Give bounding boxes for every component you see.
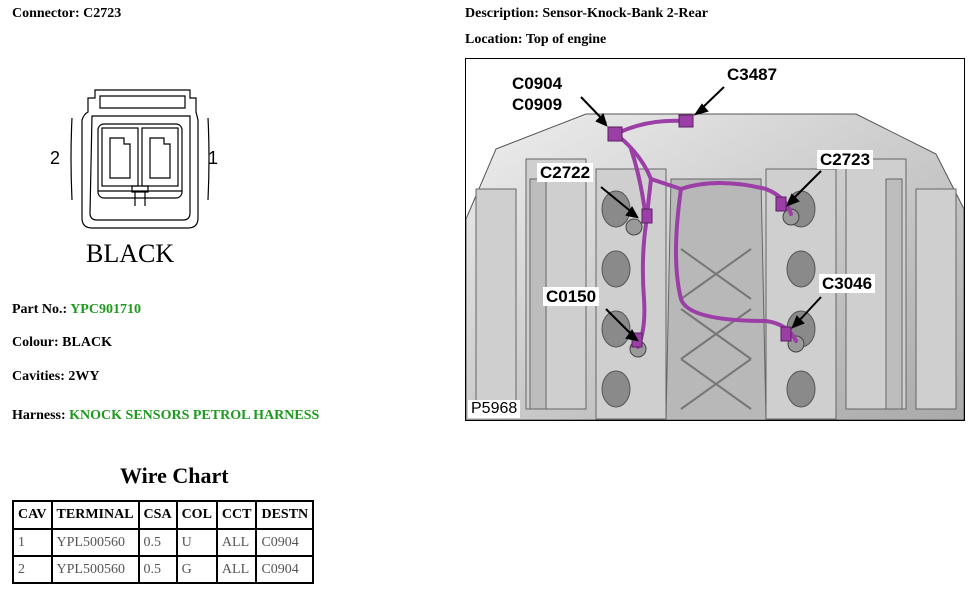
- colour-line: Colour: BLACK: [12, 335, 112, 351]
- connector-color-text: BLACK: [86, 239, 174, 268]
- harness-label: Harness:: [12, 408, 66, 423]
- wire-chart-header-row: CAV TERMINAL CSA COL CCT DESTN: [12, 500, 315, 530]
- cavities-line: Cavities: 2WY: [12, 369, 100, 385]
- harness-value[interactable]: KNOCK SENSORS PETROL HARNESS: [69, 408, 320, 423]
- description-value: Sensor-Knock-Bank 2-Rear: [542, 6, 708, 21]
- cavities-value: 2WY: [68, 369, 100, 384]
- engine-drawing: [466, 59, 964, 420]
- cell-terminal: YPL500560: [50, 555, 140, 584]
- location-label: Location:: [465, 32, 523, 47]
- cell-csa: 0.5: [137, 555, 178, 584]
- cell-cav: 2: [12, 555, 53, 584]
- col-csa: CSA: [137, 500, 178, 530]
- callout-c3487: C3487: [724, 65, 781, 84]
- callout-c3046: C3046: [819, 274, 876, 293]
- callout-c0909: C0909: [509, 95, 566, 114]
- callout-c2722: C2722: [537, 163, 594, 182]
- figure-number: P5968: [468, 400, 521, 418]
- table-row: 1 YPL500560 0.5 U ALL C0904: [12, 528, 315, 557]
- wire-chart-title: Wire Chart: [120, 463, 229, 488]
- col-terminal: TERMINAL: [50, 500, 140, 530]
- table-row: 2 YPL500560 0.5 G ALL C0904: [12, 555, 315, 584]
- cell-terminal: YPL500560: [50, 528, 140, 557]
- col-destn: DESTN: [255, 500, 315, 530]
- col-cct: CCT: [215, 500, 258, 530]
- description-label: Description:: [465, 6, 539, 21]
- col-col: COL: [175, 500, 218, 530]
- colour-value: BLACK: [62, 335, 112, 350]
- cell-destn: C0904: [255, 528, 315, 557]
- cell-cct: ALL: [215, 555, 258, 584]
- cell-cav: 1: [12, 528, 53, 557]
- cell-csa: 0.5: [137, 528, 178, 557]
- colour-label: Colour:: [12, 335, 59, 350]
- engine-location-illustration: C0904 C0909 C3487 C2722 C2723 C0150 C304…: [465, 58, 965, 421]
- wire-chart-table: CAV TERMINAL CSA COL CCT DESTN 1 YPL5005…: [12, 500, 315, 584]
- location-value: Top of engine: [525, 32, 607, 47]
- connector-line: Connector: C2723: [12, 6, 121, 22]
- pin-label-1: 1: [208, 148, 218, 168]
- location-line: Location: Top of engine: [465, 32, 606, 48]
- part-number-label: Part No.:: [12, 302, 68, 317]
- cell-destn: C0904: [255, 555, 315, 584]
- callout-c0150: C0150: [543, 287, 600, 306]
- connector-face-diagram: 2 1 BLACK: [50, 89, 218, 268]
- cell-cct: ALL: [215, 528, 258, 557]
- part-number-value[interactable]: YPC901710: [70, 302, 141, 317]
- callout-c0904: C0904: [509, 74, 566, 93]
- callout-c2723: C2723: [817, 150, 874, 169]
- connector-value: C2723: [83, 6, 122, 21]
- cell-col: G: [175, 555, 218, 584]
- pin-label-2: 2: [50, 148, 60, 168]
- connector-label: Connector:: [12, 6, 80, 21]
- col-cav: CAV: [12, 500, 53, 530]
- cavities-label: Cavities:: [12, 369, 65, 384]
- description-line: Description: Sensor-Knock-Bank 2-Rear: [465, 6, 708, 22]
- cell-col: U: [175, 528, 218, 557]
- part-number-line: Part No.: YPC901710: [12, 302, 141, 318]
- harness-line: Harness: KNOCK SENSORS PETROL HARNESS: [12, 408, 319, 424]
